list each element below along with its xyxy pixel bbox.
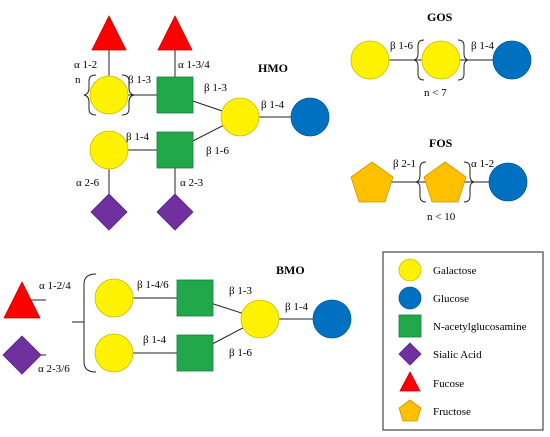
gos-glucose-icon [492, 40, 532, 80]
hmo-bond-sia-gal: α 2-6 [76, 177, 100, 189]
hmo-repeat-n: n [75, 74, 81, 86]
bmo-title: BMO [276, 263, 305, 277]
legend-box [382, 251, 544, 431]
hmo-structure: HMO α 1-2 α 1-3/4 n β 1-3 β 1-3 β 1-4 β … [74, 15, 330, 231]
legend-sialic-icon [398, 342, 422, 366]
bmo-bond-fucose: α 1-2/4 [39, 280, 71, 292]
hmo-bond-glcnac-gal-top: β 1-3 [204, 82, 228, 94]
hmo-bond-gal-glcnac-top: β 1-3 [128, 74, 152, 86]
hmo-glucose-icon [290, 97, 330, 137]
legend-label-fucose: Fucose [433, 378, 464, 390]
bmo-bond-sialic: α 2-3/6 [38, 363, 70, 375]
bmo-galactose-top-icon [94, 278, 134, 318]
gos-structure: GOS β 1-6 β 1-4 n < 7 [350, 10, 532, 99]
hmo-title: HMO [258, 61, 288, 75]
gos-bond-left: β 1-6 [390, 40, 414, 52]
legend-fructose-icon [398, 399, 422, 422]
bmo-fucose-icon [3, 281, 41, 319]
bmo-bond-glcnac-gal-top: β 1-3 [229, 285, 253, 297]
bmo-glcnac-bottom-icon [176, 334, 214, 372]
legend-label-fructose: Fructose [433, 406, 471, 418]
bmo-bracket [83, 273, 97, 373]
hmo-glcnac-bottom-icon [156, 131, 194, 169]
fos-left-bracket [415, 161, 427, 203]
hmo-bond-gal-glc: β 1-4 [261, 99, 285, 111]
gos-bond-right: β 1-4 [471, 40, 495, 52]
legend-glucose-icon [398, 286, 422, 310]
hmo-bond-glcnac-gal-bottom: β 1-6 [206, 145, 230, 157]
hmo-galactose-core-icon [220, 97, 260, 137]
bmo-sialic-icon [2, 335, 42, 375]
hmo-left-bracket [83, 74, 97, 116]
hmo-right-bracket [121, 74, 135, 116]
hmo-fucose-2-icon [157, 15, 193, 51]
bmo-bond-gal-glcnac-top: β 1-4/6 [137, 279, 169, 291]
hmo-fucose-1-icon [91, 15, 127, 51]
legend-galactose-icon [398, 258, 422, 282]
hmo-bond-fuc-glcnac: α 1-3/4 [178, 59, 210, 71]
hmo-sialic-2-icon [156, 193, 194, 231]
bmo-bond-gal-glcnac-bottom: β 1-4 [143, 334, 167, 346]
fos-title: FOS [429, 136, 453, 150]
fos-right-bracket [463, 161, 475, 203]
fos-fructose-1-icon [350, 161, 394, 203]
bmo-glcnac-top-icon [176, 279, 214, 317]
bmo-galactose-bottom-icon [94, 333, 134, 373]
gos-n-text: n < 7 [424, 87, 447, 99]
gos-galactose-1-icon [350, 40, 390, 80]
hmo-galactose-bottom-icon [89, 130, 129, 170]
hmo-bond-fuc-gal: α 1-2 [74, 59, 97, 71]
bmo-structure: BMO α 1-2/4 α 2-3/6 β 1-4/6 β 1-3 β 1-4 … [2, 263, 352, 375]
gos-left-bracket [413, 39, 425, 81]
legend-fucose-icon [399, 371, 421, 392]
bmo-galactose-core-icon [240, 299, 280, 339]
gos-galactose-2-icon [421, 40, 461, 80]
fos-bond-left: β 2-1 [393, 158, 416, 170]
bmo-bond-gal-glc: β 1-4 [285, 301, 309, 313]
hmo-sialic-1-icon [90, 193, 128, 231]
fos-structure: FOS β 2-1 α 1-2 n < 10 [350, 136, 528, 223]
hmo-galactose-top-icon [89, 75, 129, 115]
legend-label-glcnac: N-acetylglucosamine [433, 321, 527, 333]
legend-label-galactose: Galactose [433, 265, 476, 277]
fos-bond-right: α 1-2 [471, 158, 494, 170]
fos-fructose-2-icon [423, 161, 467, 203]
fos-n-text: n < 10 [427, 211, 456, 223]
hmo-glcnac-top-icon [156, 76, 194, 114]
hmo-bond-gal-glcnac-bottom: β 1-4 [126, 131, 150, 143]
gos-right-bracket [457, 39, 469, 81]
legend-glcnac-icon [398, 314, 422, 338]
legend: Galactose Glucose N-acetylglucosamine Si… [382, 251, 544, 431]
hmo-bond-sia-glcnac: α 2-3 [180, 177, 204, 189]
legend-label-glucose: Glucose [433, 293, 469, 305]
fos-glucose-icon [488, 162, 528, 202]
legend-label-sialic: Sialic Acid [433, 349, 482, 361]
bmo-bond-glcnac-gal-bottom: β 1-6 [229, 347, 253, 359]
gos-title: GOS [427, 10, 453, 24]
bmo-glucose-icon [312, 299, 352, 339]
